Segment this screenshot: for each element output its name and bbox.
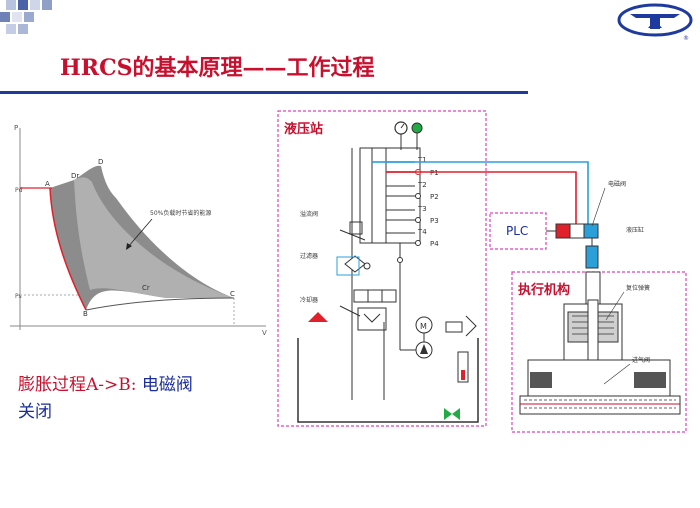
port-p4-icon bbox=[415, 240, 421, 246]
relief-valve-label: 溢流阀 bbox=[300, 210, 318, 218]
hydraulic-station-label: 液压站 bbox=[284, 121, 323, 137]
saved-energy-area bbox=[74, 177, 234, 298]
junction-icon bbox=[397, 257, 403, 263]
p4-label: P4 bbox=[430, 240, 439, 248]
solenoid-pointer bbox=[591, 187, 606, 227]
actuator-label: 执行机构 bbox=[518, 282, 570, 298]
thermometer-icon bbox=[445, 321, 463, 333]
process-caption: 膨胀过程A->B: 电磁阀 关闭 bbox=[18, 372, 193, 426]
relief-valve-pointer bbox=[339, 229, 366, 241]
solenoid-coil-icon bbox=[555, 223, 571, 239]
level-gauge-fill bbox=[461, 370, 465, 380]
plc-label: PLC bbox=[506, 224, 528, 238]
valve-ports bbox=[530, 372, 666, 388]
cylinder-label: 液压缸 bbox=[626, 226, 644, 234]
point-b-label: B bbox=[83, 310, 88, 318]
point-dr-label: Dr bbox=[71, 172, 79, 180]
directional-valve-icon bbox=[353, 289, 397, 303]
hydraulic-station-box bbox=[277, 110, 487, 427]
cooler-symbol bbox=[363, 313, 381, 323]
caption-process: 膨胀过程A->B: bbox=[18, 375, 137, 395]
port-p2-icon bbox=[415, 193, 421, 199]
cooler-pointer bbox=[339, 305, 361, 317]
return-line-blue bbox=[386, 161, 589, 224]
solenoid-valve-icon bbox=[569, 223, 585, 239]
pd-label: Pd bbox=[15, 187, 23, 194]
company-logo: ® bbox=[617, 3, 693, 42]
caption-valve: 电磁阀 bbox=[141, 375, 193, 395]
hydraulic-cylinder-icon bbox=[585, 245, 599, 269]
point-cr-label: Cr bbox=[142, 284, 150, 292]
annotation-arrow bbox=[127, 218, 153, 248]
t3-label: T3 bbox=[417, 205, 427, 213]
filter-housing bbox=[336, 256, 360, 276]
p-axis-label: P bbox=[14, 124, 18, 132]
filter-label: 过滤器 bbox=[300, 252, 318, 260]
point-c-label: C bbox=[230, 290, 235, 298]
valve-seat bbox=[519, 395, 681, 415]
compression-curve bbox=[85, 297, 235, 311]
svg-text:®: ® bbox=[683, 35, 689, 42]
pump-arrow-icon bbox=[420, 344, 428, 354]
reset-spring-pointer bbox=[605, 291, 625, 321]
oil-tank bbox=[297, 338, 479, 423]
saved-energy-annotation: 50%负载时节省的能源 bbox=[150, 209, 211, 217]
v-axis-label: V bbox=[262, 329, 267, 337]
point-d-label: D bbox=[98, 158, 103, 166]
point-a-label: A bbox=[45, 180, 50, 188]
drain-valve-icon bbox=[444, 408, 460, 420]
filter-icon bbox=[344, 255, 366, 273]
tank-vent-icon bbox=[308, 312, 328, 322]
cooler-label: 冷却器 bbox=[300, 296, 318, 304]
title-underline bbox=[0, 91, 528, 94]
port-p3-icon bbox=[415, 217, 421, 223]
solenoid-valve-section-icon bbox=[583, 223, 599, 239]
level-gauge-icon bbox=[457, 351, 469, 383]
level-switch-icon bbox=[465, 315, 477, 337]
ps-label: Ps bbox=[15, 293, 22, 300]
motor-symbol: M bbox=[420, 322, 427, 331]
reset-spring-label: 复位弹簧 bbox=[626, 284, 650, 292]
gauge-needle-icon bbox=[400, 123, 405, 129]
cooler-icon bbox=[357, 307, 387, 331]
decorative-checker-pattern bbox=[0, 0, 52, 34]
pressure-line-red bbox=[386, 171, 577, 224]
p1-label: P1 bbox=[430, 169, 439, 177]
solenoid-valve-label: 电磁阀 bbox=[608, 180, 626, 188]
green-indicator-icon bbox=[411, 122, 423, 134]
intake-valve-pointer bbox=[603, 363, 631, 385]
pv-diagram: P V Pd Ps A B C D Dr Cr 50%负载时节省的能源 bbox=[10, 124, 267, 337]
caption-state: 关闭 bbox=[18, 402, 52, 422]
t2-label: T2 bbox=[417, 181, 427, 189]
relief-valve-icon bbox=[349, 221, 363, 235]
plc-box bbox=[489, 212, 547, 250]
expansion-curve bbox=[49, 187, 87, 311]
p2-label: P2 bbox=[430, 193, 439, 201]
t1-label: T1 bbox=[417, 156, 427, 164]
t4-label: T4 bbox=[417, 228, 427, 236]
intake-valve-label: 进气阀 bbox=[632, 356, 650, 364]
check-valve-icon bbox=[363, 262, 371, 270]
page-title: HRCS的基本原理——工作过程 bbox=[60, 55, 375, 81]
p3-label: P3 bbox=[430, 217, 439, 225]
annotation-arrowhead-icon bbox=[126, 243, 132, 250]
